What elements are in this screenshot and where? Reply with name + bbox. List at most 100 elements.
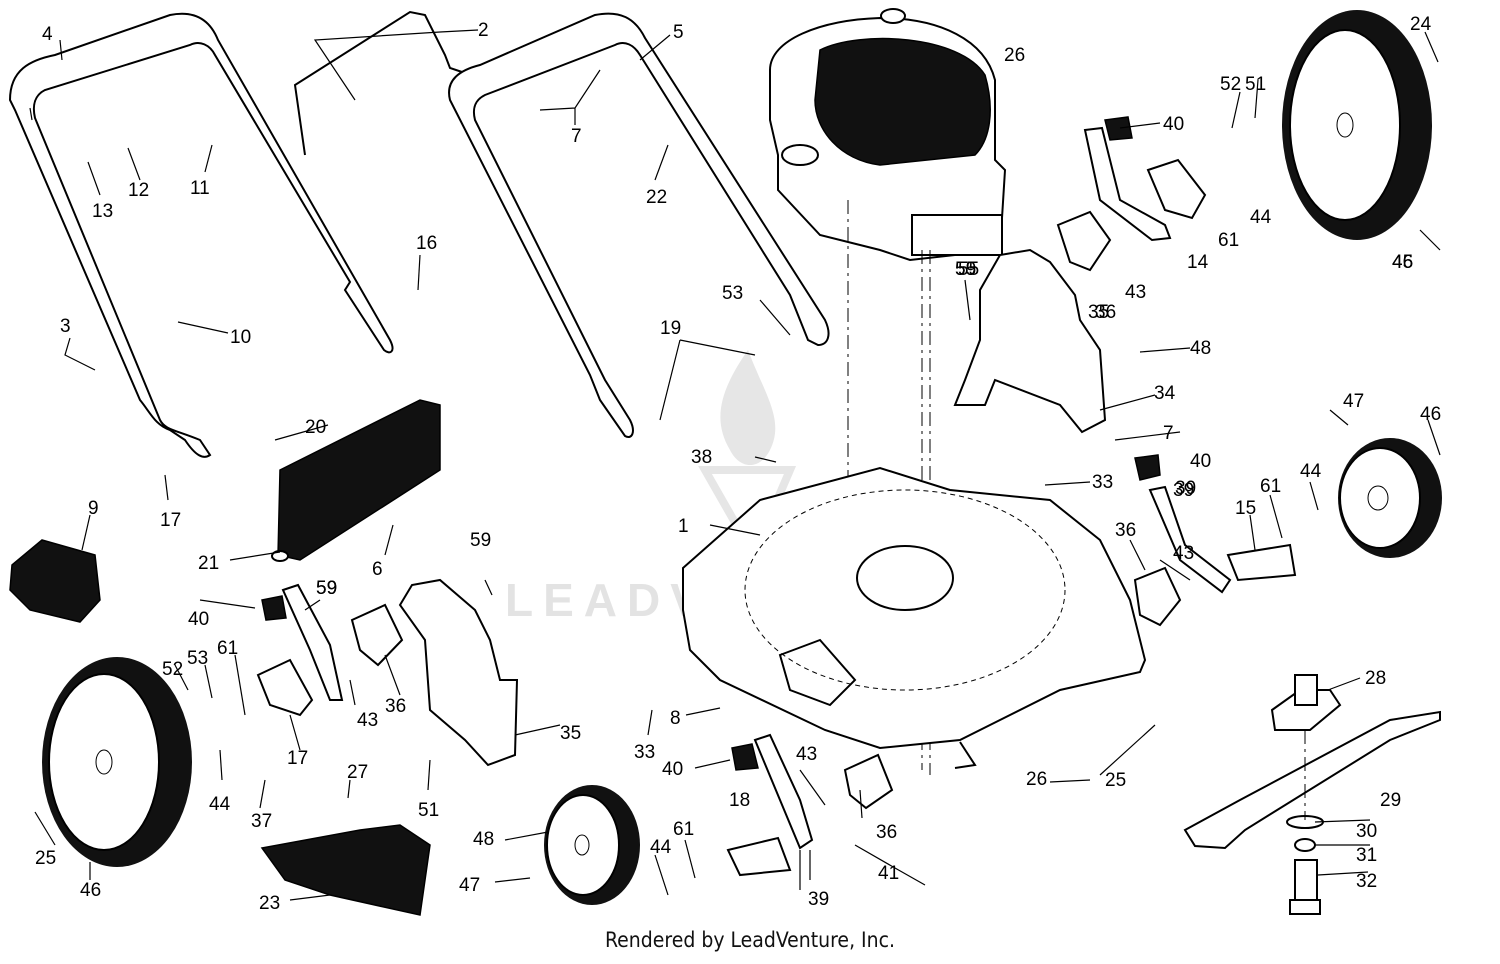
part-label: 1 xyxy=(678,516,689,537)
part-labels: 1 2 3 4 5 6 7 8 9 10 11 12 13 14 15 16 1… xyxy=(35,14,1441,914)
part-label: 43 xyxy=(796,744,817,765)
part-label: 8 xyxy=(670,708,681,729)
part-label: 36 xyxy=(876,822,897,843)
part-label: 26 xyxy=(1026,769,1047,790)
part-label: 16 xyxy=(416,233,437,254)
part-label: 17 xyxy=(287,748,308,769)
part-label: 7 xyxy=(1163,423,1174,444)
part-label: 35 xyxy=(560,723,581,744)
part-label: 9 xyxy=(88,498,99,519)
rear-wheel-left-drawing xyxy=(42,657,192,867)
part-label: 45 xyxy=(1392,252,1413,273)
part-label: 59 xyxy=(470,530,491,551)
blade-adapter-drawing xyxy=(1270,674,1342,731)
rear-shield-drawing xyxy=(271,399,441,562)
part-label: 30 xyxy=(1356,821,1377,842)
part-label: 6 xyxy=(372,559,383,580)
part-label: 3 xyxy=(60,316,71,337)
part-label: 47 xyxy=(1343,391,1364,412)
part-label: 7 xyxy=(571,126,582,147)
part-label: 17 xyxy=(160,510,181,531)
part-label: 10 xyxy=(230,327,251,348)
part-label: 35 xyxy=(1088,302,1109,323)
part-label: 43 xyxy=(357,710,378,731)
part-label: 33 xyxy=(1092,472,1113,493)
part-label: 40 xyxy=(1163,114,1184,135)
lower-handle-drawing xyxy=(448,12,830,438)
part-label: 20 xyxy=(305,417,326,438)
footer-credit: Rendered by LeadVenture, Inc. xyxy=(605,928,895,952)
part-label: 29 xyxy=(1380,790,1401,811)
part-label: 46 xyxy=(1420,404,1441,425)
part-label: 13 xyxy=(92,201,113,222)
part-label: 39 xyxy=(808,889,829,910)
height-adjuster-plate-drawings xyxy=(256,158,1297,877)
part-label: 48 xyxy=(473,829,494,850)
part-label: 2 xyxy=(478,20,489,41)
part-label: 44 xyxy=(650,837,672,858)
bracket-right-drawing xyxy=(953,248,1107,434)
part-label: 14 xyxy=(1187,252,1209,273)
part-label: 59 xyxy=(955,259,976,280)
deck-drawing xyxy=(682,466,1147,769)
front-wheel-right-drawing xyxy=(1338,438,1442,558)
part-label: 59 xyxy=(316,578,337,599)
part-label: 33 xyxy=(634,742,655,763)
part-label: 26 xyxy=(1004,45,1025,66)
part-label: 18 xyxy=(729,790,750,811)
part-label: 37 xyxy=(251,811,272,832)
part-label: 5 xyxy=(673,22,684,43)
part-label: 47 xyxy=(459,875,480,896)
part-label: 55 xyxy=(955,259,976,280)
part-label: 44 xyxy=(1300,461,1322,482)
ratchet-drawings xyxy=(350,210,1182,810)
part-label: 46 xyxy=(1392,252,1413,273)
part-label: 59 xyxy=(316,578,337,599)
part-label: 23 xyxy=(259,893,280,914)
engine-drawing xyxy=(769,8,1007,262)
part-label: 19 xyxy=(660,318,681,339)
part-label: 22 xyxy=(646,187,667,208)
lever-knob-drawings xyxy=(261,116,1161,771)
part-label: 11 xyxy=(190,178,210,199)
part-label: 24 xyxy=(1410,14,1432,35)
part-label: 44 xyxy=(209,794,231,815)
part-label: 61 xyxy=(1260,476,1281,497)
part-label: 44 xyxy=(1250,207,1272,228)
blade-drawing xyxy=(1183,710,1441,850)
part-label: 34 xyxy=(1154,383,1176,404)
part-label: 55 xyxy=(958,259,979,280)
upper-handle-drawing xyxy=(8,12,394,458)
part-label: 36 xyxy=(1095,302,1116,323)
part-label: 52 xyxy=(162,659,183,680)
part-label: 36 xyxy=(385,696,406,717)
part-label: 43 xyxy=(1125,282,1146,303)
part-label: 40 xyxy=(188,609,209,630)
part-label: 46 xyxy=(80,880,101,901)
part-label: 25 xyxy=(35,848,56,869)
bracket-left-drawing xyxy=(398,578,519,767)
part-label: 41 xyxy=(878,863,899,884)
part-label: 38 xyxy=(691,447,712,468)
front-wheel-left-drawing xyxy=(544,785,640,905)
part-label: 4 xyxy=(42,24,53,45)
part-label: 25 xyxy=(1105,770,1126,791)
rear-flap-cover-drawing xyxy=(9,539,101,623)
part-label: 53 xyxy=(722,283,743,304)
part-label: 43 xyxy=(1173,543,1194,564)
part-label: 31 xyxy=(1356,845,1377,866)
part-label: 21 xyxy=(198,553,219,574)
part-label: 61 xyxy=(217,638,238,659)
part-label: 39 xyxy=(1175,478,1196,499)
lever-drawings xyxy=(281,126,1232,850)
part-label: 51 xyxy=(418,800,439,821)
part-label: 53 xyxy=(187,648,208,669)
part-label: 28 xyxy=(1365,668,1386,689)
part-label: 32 xyxy=(1356,871,1377,892)
part-label: 61 xyxy=(1218,230,1239,251)
part-label: 61 xyxy=(673,819,694,840)
part-label: 52 xyxy=(1220,74,1241,95)
part-label: 48 xyxy=(1190,338,1211,359)
part-label: 27 xyxy=(347,762,368,783)
